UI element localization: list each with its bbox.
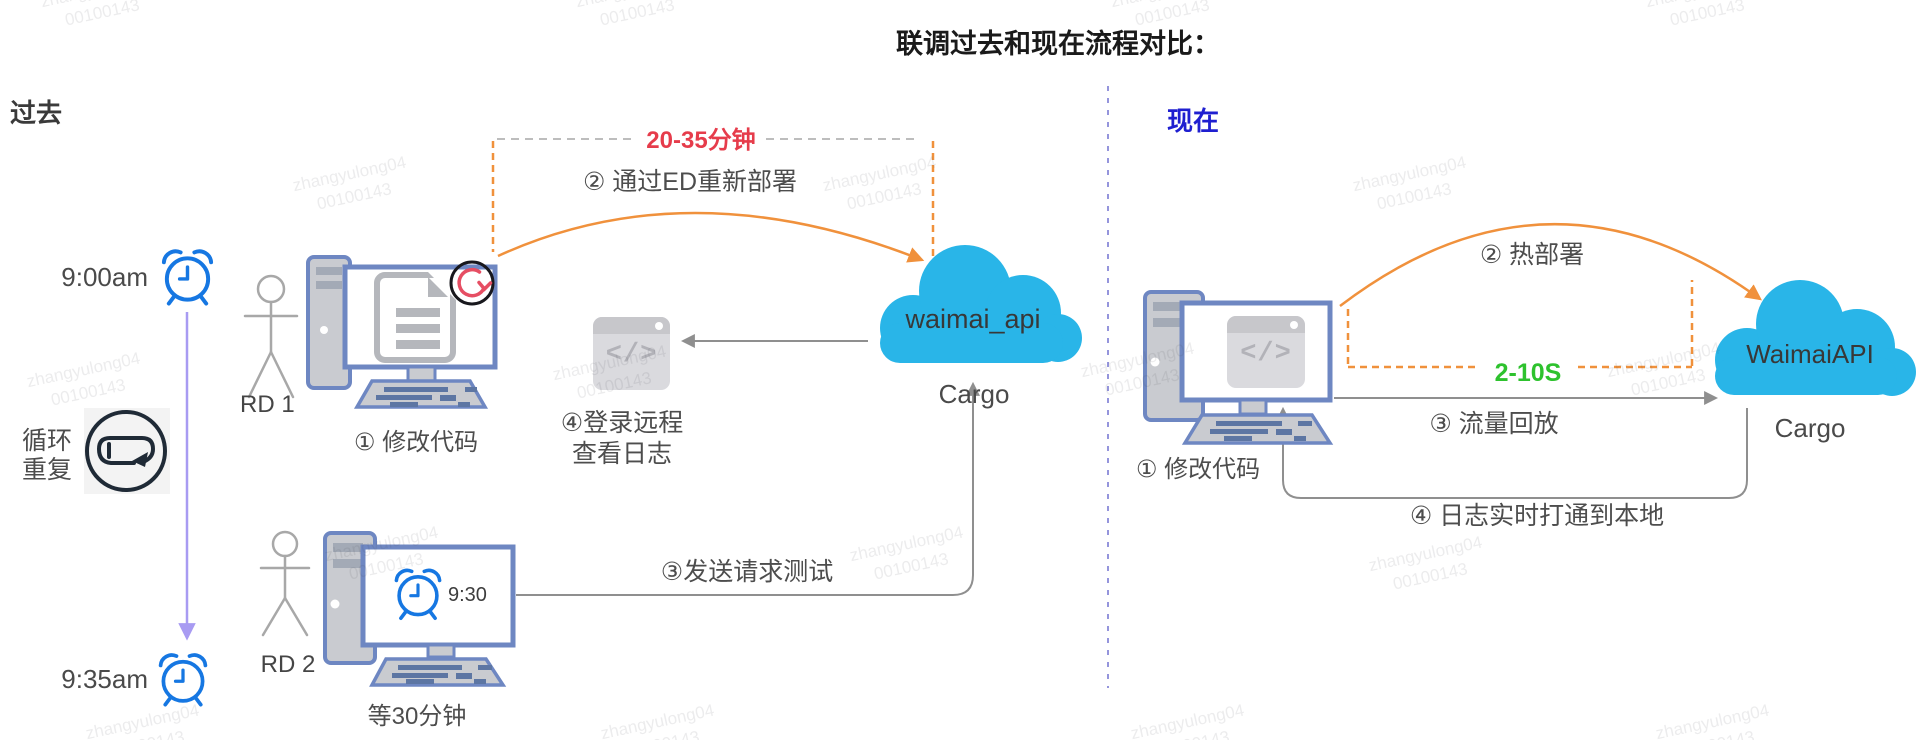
step4-label-past: ④登录远程 查看日志	[561, 408, 683, 470]
loop-label-line2: 重复	[22, 456, 73, 484]
cloud-name-present: WaimaiAPI	[1746, 339, 1874, 369]
request-arrow-past	[516, 381, 980, 596]
wait-label: 等30分钟	[367, 703, 467, 730]
duration-label-present: 2-10S	[1494, 359, 1562, 387]
document-icon	[374, 272, 456, 363]
cloud-platform-past: Cargo	[938, 379, 1010, 409]
present-section-label: 现在	[1167, 106, 1220, 136]
time-end-label: 9:35am	[61, 664, 148, 694]
rd2-person-icon	[259, 530, 311, 637]
step2-label-past: ② 通过ED重新部署	[582, 168, 798, 196]
terminal-glyph-present: </>	[1240, 339, 1292, 369]
cloud-past	[880, 245, 1082, 363]
terminal-glyph: </>	[605, 340, 658, 370]
duration-label-past: 20-35分钟	[646, 127, 756, 154]
refresh-icon	[449, 260, 495, 306]
terminal-icon-present: </>	[1227, 316, 1305, 388]
rd2-computer-icon	[323, 531, 516, 687]
alarm-clock-icon-start	[161, 249, 214, 306]
rd2-label: RD 2	[260, 651, 316, 678]
step1-label-past: ① 修改代码	[353, 429, 479, 456]
loop-repeat-label: 循环 重复	[22, 427, 72, 485]
cloud-platform-present: Cargo	[1774, 413, 1846, 443]
past-section-label: 过去	[10, 98, 63, 128]
step3-label-present: ③ 流量回放	[1429, 410, 1559, 438]
cloud-present	[1715, 280, 1916, 396]
loop-label-line1: 循环	[22, 427, 73, 455]
step3-label-past: ③发送请求测试	[660, 558, 834, 586]
cloud-name-past: waimai_api	[905, 304, 1041, 334]
screen-clock-time: 9:30	[448, 584, 487, 606]
step4-past-line1: ④登录远程	[560, 409, 684, 437]
loop-icon	[84, 408, 170, 494]
step1-label-present: ① 修改代码	[1135, 456, 1261, 483]
time-start-label: 9:00am	[61, 262, 148, 292]
terminal-icon: </>	[593, 317, 670, 390]
step2-label-present: ② 热部署	[1479, 241, 1585, 269]
log-arrow-present	[1276, 406, 1748, 499]
rd1-person-icon	[243, 274, 299, 399]
step4-label-present: ④ 日志实时打通到本地	[1409, 502, 1665, 530]
deploy-arrow-present	[1339, 222, 1762, 307]
alarm-clock-icon-end	[158, 653, 208, 707]
terminal-dot-present	[1290, 321, 1298, 329]
terminal-dot	[655, 322, 663, 330]
terminal-titlebar-present	[1227, 316, 1305, 333]
deploy-arrow-past	[497, 211, 925, 263]
duration-bracket-present	[1346, 280, 1694, 369]
page-title: 联调过去和现在流程对比：	[896, 29, 1220, 59]
rd1-computer-icon	[306, 255, 498, 409]
rd1-label: RD 1	[240, 391, 295, 418]
step4-past-line2: 查看日志	[571, 440, 673, 468]
terminal-titlebar	[593, 317, 670, 334]
